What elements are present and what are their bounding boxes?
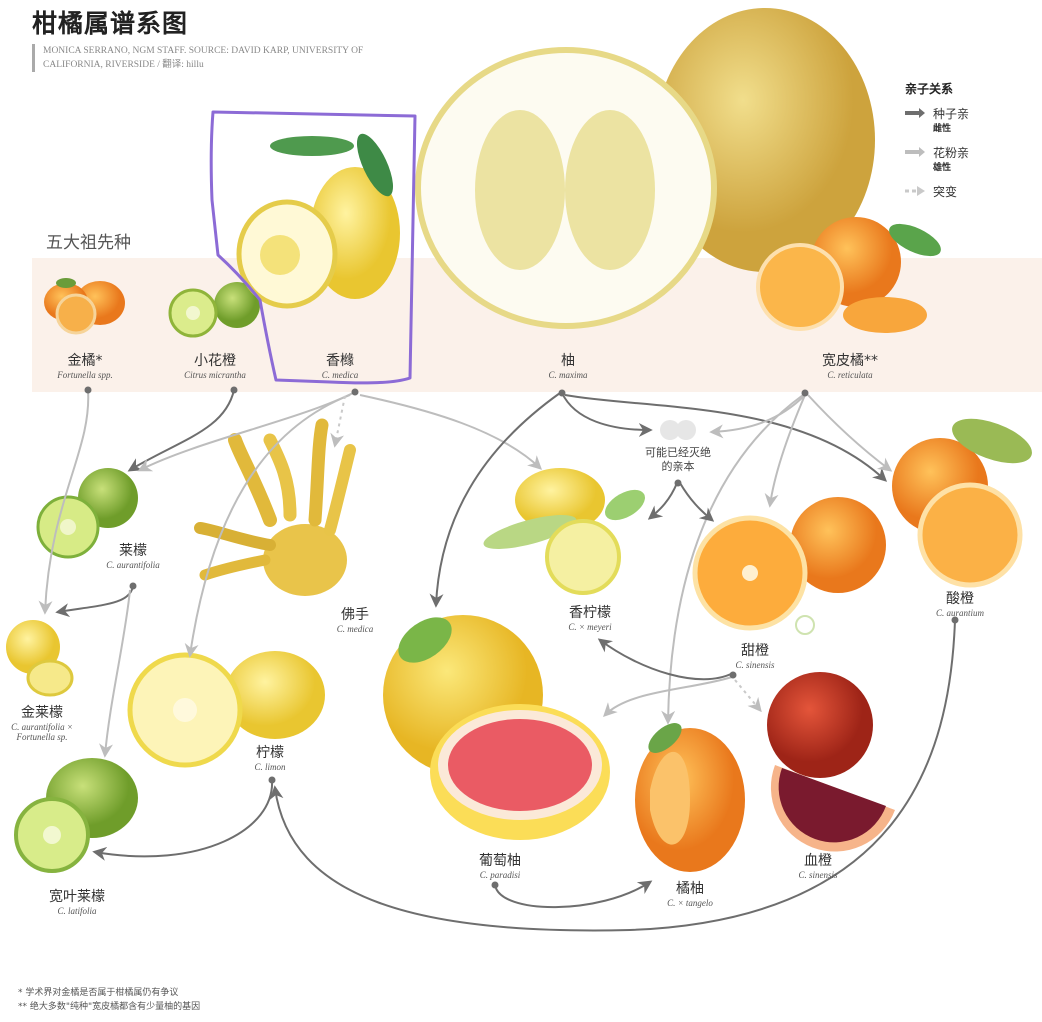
footnote: ** 绝大多数"纯种"宽皮橘都含有少量柚的基因 [18,1002,201,1012]
legend-sublabel: 雌性 [933,124,952,134]
ancestor-latin: C. maxima [548,370,588,380]
node-name: 橘柚 [676,881,704,897]
node-latin: C. paradisi [479,870,521,880]
sweet-orange-illustration [692,497,886,635]
node-label-limequat: 金莱檬 C. aurantifolia × Fortunella sp. [0,702,84,742]
node-latin: C. sinensis [798,870,838,880]
seed-parent-arrow-icon [905,108,925,118]
node-latin: C. sinensis [735,660,775,670]
legend-title: 亲子关系 [905,82,954,96]
page-title: 柑橘属谱系图 [32,9,189,38]
node-label-tangelo: 橘柚 C. × tangelo [640,878,740,908]
ancestor-label-micrantha: 小花橙 Citrus micrantha [160,350,270,380]
node-latin: C. aurantifolia × Fortunella sp. [11,722,73,742]
legend-item-pollen: 花粉亲 雄性 [905,146,969,173]
node-latin: C. × tangelo [667,898,713,908]
ancestor-latin: C. medica [321,370,359,380]
mandarin-illustration [756,217,941,333]
node-label-meyer-lemon: 香柠檬 C. × meyeri [540,602,640,632]
citron-illustration [236,133,400,309]
node-latin: C. limon [254,762,286,772]
node-label-buddhas-hand: 佛手 C. medica [300,604,410,634]
footnote: * 学术界对金橘是否属于柑橘属仍有争议 [18,988,179,998]
node-name: 香柠檬 [569,605,611,621]
node-label-persian-lime: 宽叶莱檬 C. latifolia [22,886,132,916]
ancestor-label-pomelo: 柚 C. maxima [518,350,618,380]
node-latin: C. latifolia [57,906,97,916]
limequat-illustration [6,620,74,697]
legend-label: 花粉亲 [933,146,970,160]
tangelo-illustration [635,723,745,872]
node-label-sour-orange: 酸橙 C. aurantium [910,588,1010,618]
node-label-blood-orange: 血橙 C. sinensis [768,850,868,880]
meyer-lemon-illustration [483,468,645,595]
legend: 亲子关系 种子亲 雌性 花粉亲 雄性 突变 [905,80,969,211]
ancestor-latin: C. reticulata [827,370,873,380]
kumquat-illustration [44,278,125,335]
node-name: 柠檬 [256,745,284,761]
buddhas-hand-illustration [194,418,356,596]
node-latin: C. medica [336,624,374,634]
ancestor-label-mandarin: 宽皮橘** C. reticulata [790,350,910,380]
node-label-lemon: 柠檬 C. limon [220,742,320,772]
ancestor-name: 宽皮橘** [822,353,878,369]
grapefruit-illustration [383,615,610,840]
blood-orange-illustration [767,672,895,852]
ancestor-latin: Fortunella spp. [57,370,113,380]
node-label-grapefruit: 葡萄柚 C. paradisi [450,850,550,880]
pollen-parent-arrow-icon [905,147,925,157]
ancestor-name: 柚 [561,353,575,369]
legend-item-seed: 种子亲 雌性 [905,107,969,134]
mutation-arrow-icon [905,186,925,196]
ancestor-latin: Citrus micrantha [184,370,246,380]
ancestor-name: 小花橙 [194,353,236,369]
legend-label: 突变 [933,185,958,199]
legend-sublabel: 雄性 [933,163,952,173]
legend-item-mutation: 突变 [905,185,969,199]
sour-orange-illustration [892,418,1032,588]
persian-lime-illustration [14,758,138,873]
pomelo-illustration [415,8,875,329]
node-name: 酸橙 [946,591,974,607]
node-name: 血橙 [804,853,832,869]
node-name: 金莱檬 [21,705,63,721]
extinct-parent-label: 可能已经灭绝 的亲本 [645,446,711,473]
node-latin: C. × meyeri [568,622,612,632]
node-label-sweet-orange: 甜橙 C. sinensis [705,640,805,670]
ancestor-name: 香橼 [326,353,354,369]
ancestor-name: 金橘* [67,353,103,369]
footnotes: * 学术界对金橘是否属于柑橘属仍有争议 ** 绝大多数"纯种"宽皮橘都含有少量柚… [18,986,200,1014]
node-name: 葡萄柚 [479,853,521,869]
node-name: 甜橙 [741,643,769,659]
ancestor-label-kumquat: 金橘* Fortunella spp. [30,350,140,380]
node-latin: C. aurantifolia [106,560,160,570]
legend-label: 种子亲 [933,107,970,121]
node-name: 莱檬 [119,543,147,559]
micrantha-illustration [168,282,260,338]
extinct-parent-icon [660,420,696,440]
node-label-key-lime: 莱檬 C. aurantifolia [78,540,188,570]
node-name: 佛手 [341,607,369,623]
source-credit: MONICA SERRANO, NGM STAFF. SOURCE: DAVID… [32,44,413,72]
node-latin: C. aurantium [935,608,984,618]
node-name: 宽叶莱檬 [49,889,105,905]
ancestors-heading: 五大祖先种 [46,233,131,253]
ancestor-label-citron: 香橼 C. medica [290,350,390,380]
